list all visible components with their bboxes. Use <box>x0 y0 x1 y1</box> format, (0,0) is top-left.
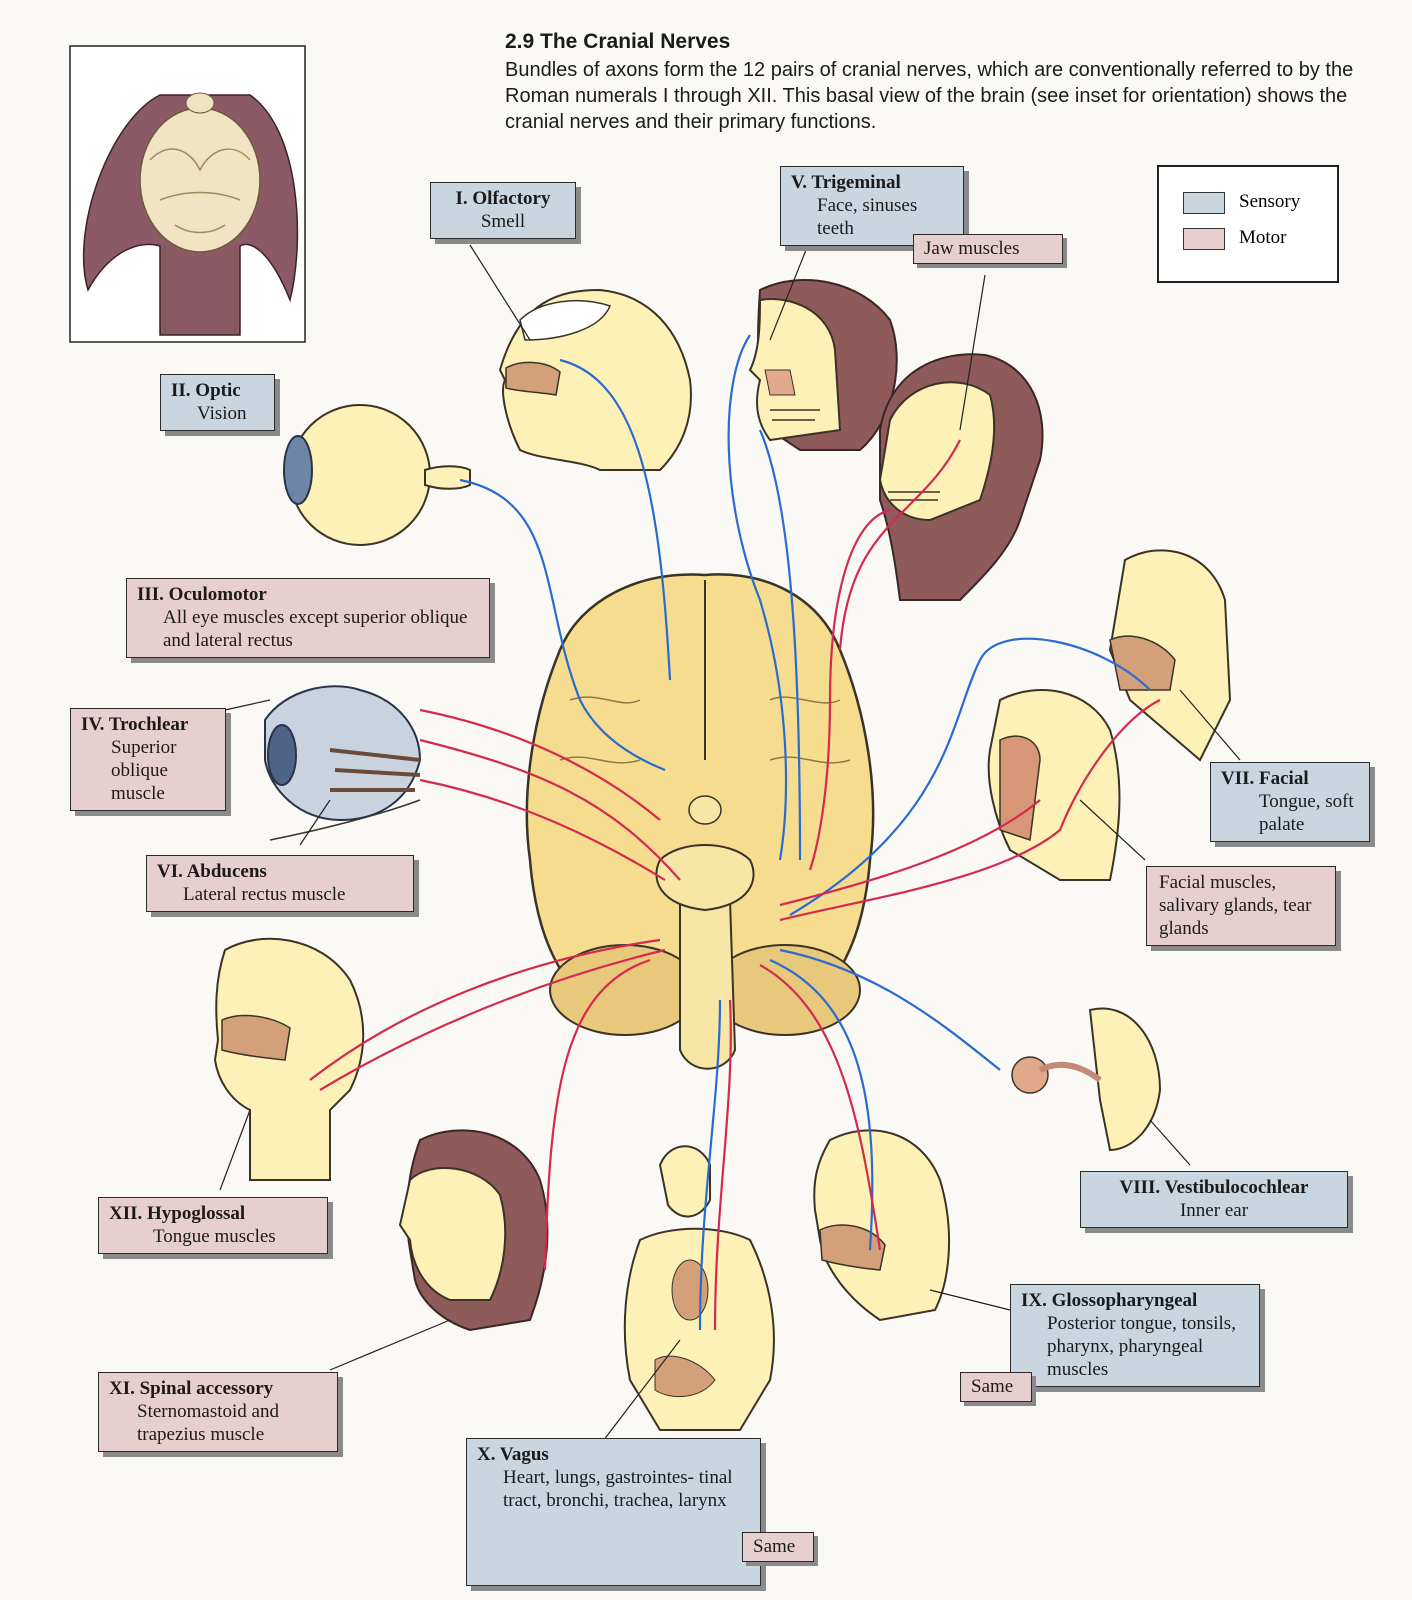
inner-ear <box>1011 1007 1162 1152</box>
label-vagus: X. Vagus Heart, lungs, gastrointes- tina… <box>466 1438 761 1586</box>
olfactory-head <box>498 288 692 471</box>
hypoglossal-head <box>213 937 365 1181</box>
nerve-name: III. Oculomotor <box>137 584 267 605</box>
nerve-function: Smell <box>480 211 526 232</box>
orientation-inset <box>69 45 306 343</box>
nerve-name: V. Trigeminal <box>791 172 901 193</box>
jaw-muscle-head <box>878 353 1044 601</box>
vagus-motor-tag: Same <box>742 1532 814 1562</box>
eye-muscles <box>264 685 422 841</box>
nerve-name: XI. Spinal accessory <box>109 1378 274 1399</box>
facial-head-top <box>1108 549 1232 762</box>
label-trochlear: IV. Trochlear Superior oblique muscle <box>70 708 226 811</box>
nerve-name: VI. Abducens <box>157 861 267 882</box>
nerve-function: Vision <box>197 403 247 424</box>
legend: Sensory Motor <box>1157 165 1339 283</box>
optic-eyeball <box>283 404 471 546</box>
label-spinal-accessory: XI. Spinal accessory Sternomastoid and t… <box>98 1372 338 1452</box>
nerve-function: Superior oblique muscle <box>111 737 177 804</box>
label-olfactory: I. Olfactory Smell <box>430 182 576 239</box>
label-trigeminal: V. Trigeminal Face, sinuses teeth <box>780 166 964 246</box>
legend-motor-label: Motor <box>1239 227 1287 248</box>
facial-motor-tag: Facial muscles, salivary glands, tear gl… <box>1146 866 1336 946</box>
legend-sensory-label: Sensory <box>1239 191 1301 212</box>
nerve-name: IX. Glossopharyngeal <box>1021 1290 1198 1311</box>
nerve-name: VII. Facial <box>1221 768 1309 789</box>
nerve-function: Lateral rectus muscle <box>183 884 346 905</box>
figure-title: 2.9 The Cranial Nerves <box>505 30 731 53</box>
nerve-function: Face, sinuses teeth <box>817 195 918 239</box>
nerve-name: VIII. Vestibulocochlear <box>1119 1177 1309 1198</box>
vagus-torso <box>623 1145 775 1431</box>
motor-swatch <box>1183 227 1225 250</box>
legend-motor: Motor <box>1183 227 1287 250</box>
nerve-function: Tongue muscles <box>153 1226 276 1247</box>
nerve-name: II. Optic <box>171 380 241 401</box>
label-optic: II. Optic Vision <box>160 374 275 431</box>
label-hypoglossal: XII. Hypoglossal Tongue muscles <box>98 1197 328 1254</box>
figure-description: Bundles of axons form the 12 pairs of cr… <box>505 59 1354 133</box>
nerve-pathways <box>309 334 1161 1331</box>
label-abducens: VI. Abducens Lateral rectus muscle <box>146 855 414 912</box>
nerve-name: IV. Trochlear <box>81 714 189 735</box>
nerve-function: Heart, lungs, gastrointes- tinal tract, … <box>503 1467 733 1511</box>
label-glossopharyngeal: IX. Glossopharyngeal Posterior tongue, t… <box>1010 1284 1260 1387</box>
facial-muscle-head <box>987 689 1121 881</box>
trigeminal-motor-tag: Jaw muscles <box>913 234 1063 264</box>
nerve-function: Posterior tongue, tonsils, pharynx, phar… <box>1047 1313 1236 1380</box>
nerve-name: X. Vagus <box>477 1444 549 1465</box>
trigeminal-face <box>748 279 898 451</box>
nerve-function: Sternomastoid and trapezius muscle <box>137 1401 279 1445</box>
figure-caption: 2.9 The Cranial Nerves Bundles of axons … <box>505 30 1385 135</box>
nerve-function: Inner ear <box>1179 1200 1249 1221</box>
nerve-function: All eye muscles except superior oblique … <box>163 607 468 651</box>
nerve-name: XII. Hypoglossal <box>109 1203 246 1224</box>
leader-lines <box>219 239 1241 1446</box>
label-vestibulocochlear: VIII. Vestibulocochlear Inner ear <box>1080 1171 1348 1228</box>
label-facial: VII. Facial Tongue, soft palate <box>1210 762 1370 842</box>
glossopharyngeal-head <box>813 1129 951 1322</box>
glossopharyngeal-motor-tag: Same <box>960 1372 1032 1402</box>
facial-motor-function: Facial muscles, salivary glands, tear gl… <box>1159 872 1312 939</box>
brain-basal-view <box>525 573 875 1070</box>
spinal-accessory-head <box>398 1129 549 1332</box>
nerve-function: Tongue, soft palate <box>1259 791 1354 835</box>
sensory-swatch <box>1183 191 1225 214</box>
label-oculomotor: III. Oculomotor All eye muscles except s… <box>126 578 490 658</box>
nerve-name: I. Olfactory <box>455 188 551 209</box>
legend-sensory: Sensory <box>1183 191 1300 214</box>
